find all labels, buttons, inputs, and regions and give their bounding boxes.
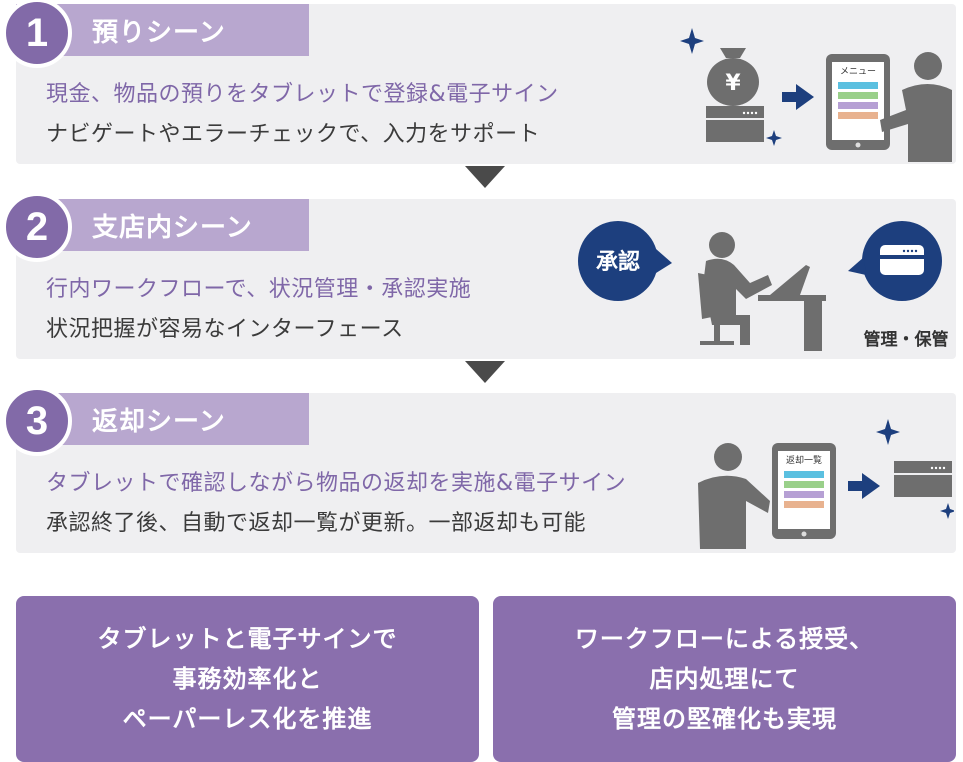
money-bag-icon: ¥: [707, 48, 759, 106]
scene-2-line-2: 状況把握が容易なインターフェース: [46, 317, 404, 342]
scene-1-title: 預りシーン: [92, 18, 226, 48]
scene-2-line-1: 行内ワークフローで、状況管理・承認実施: [46, 277, 472, 302]
cash-box-icon: [894, 461, 952, 497]
sparkle-icon: [680, 28, 704, 54]
storage-bubble-icon: [848, 221, 942, 301]
scene-1-line-1: 現金、物品の預りをタブレットで登録&電子サイン: [46, 82, 559, 107]
sparkle-icon: [940, 503, 954, 519]
scene-2-illustration: 承認 管理・保管: [578, 221, 949, 351]
tablet-label: メニュー: [840, 67, 876, 77]
sparkle-icon: [876, 419, 900, 445]
scene-1-line-2: ナビゲートやエラーチェックで、入力をサポート: [46, 122, 541, 147]
tablet-menu-icon: メニュー: [826, 54, 890, 150]
person-icon: [880, 52, 952, 162]
down-arrow-2-icon: [465, 361, 505, 383]
summary-right-line-1: ワークフローによる授受、: [574, 625, 875, 653]
tablet-label: 返却一覧: [786, 454, 822, 466]
scene-1-panel: 預りシーン 現金、物品の預りをタブレットで登録&電子サイン ナビゲートやエラーチ…: [16, 4, 956, 164]
approval-bubble-icon: 承認: [578, 221, 672, 301]
arrow-right-icon: [782, 84, 814, 110]
scene-3-illustration: 返却一覧: [698, 419, 954, 549]
scene-2-panel: 支店内シーン 行内ワークフローで、状況管理・承認実施 状況把握が容易なインターフ…: [16, 199, 956, 359]
summary-left-line-1: タブレットと電子サインで: [97, 625, 398, 653]
scene-3-line-2: 承認終了後、自動で返却一覧が更新。一部返却も可能: [46, 511, 587, 536]
arrow-right-icon: [848, 473, 880, 499]
scene-2-title: 支店内シーン: [92, 213, 253, 243]
summary-left-line-3: ペーパーレス化を推進: [122, 705, 373, 733]
yen-symbol: ¥: [725, 71, 741, 96]
scene-3-title: 返却シーン: [92, 407, 226, 437]
scene-3-number-badge: 3: [2, 386, 72, 456]
cash-box-icon: [706, 106, 764, 142]
summary-right-line-3: 管理の堅確化も実現: [612, 705, 837, 733]
summary-box-right: ワークフローによる授受、 店内処理にて 管理の堅確化も実現: [493, 596, 956, 762]
office-worker-icon: [698, 232, 826, 351]
person-icon: [698, 443, 770, 549]
sparkle-icon: [766, 130, 782, 146]
scene-1-illustration: ¥ メニュー: [680, 28, 952, 162]
summary-box-left: タブレットと電子サインで 事務効率化と ペーパーレス化を推進: [16, 596, 479, 762]
summary-left-line-2: 事務効率化と: [172, 665, 323, 693]
approval-label: 承認: [596, 249, 640, 275]
tablet-return-list-icon: 返却一覧: [772, 443, 836, 539]
summary-right-line-2: 店内処理にて: [649, 665, 800, 693]
scene-3-line-1: タブレットで確認しながら物品の返却を実施&電子サイン: [46, 471, 627, 496]
scene-2-number-badge: 2: [2, 192, 72, 262]
down-arrow-1-icon: [465, 166, 505, 188]
storage-label: 管理・保管: [864, 329, 949, 350]
scene-1-number-badge: 1: [2, 0, 72, 68]
scene-3-panel: 返却シーン タブレットで確認しながら物品の返却を実施&電子サイン 承認終了後、自…: [16, 393, 956, 553]
